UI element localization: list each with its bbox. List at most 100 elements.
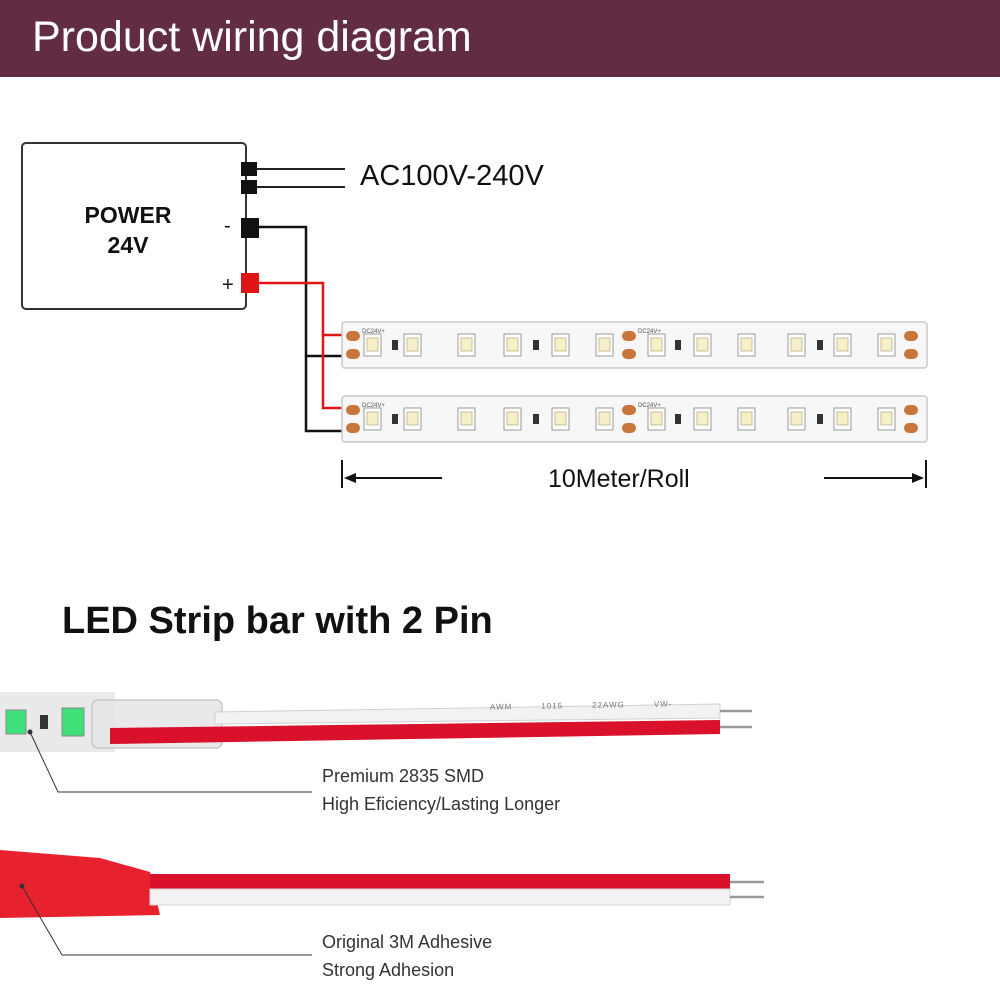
- page-title: Product wiring diagram: [32, 13, 472, 61]
- led-phosphor: [460, 411, 473, 426]
- plus-sign: +: [222, 274, 234, 296]
- cable-print-3: 22AWG: [592, 700, 625, 710]
- power-label-line2: 24V: [107, 232, 149, 258]
- copper-pad: [904, 331, 918, 341]
- power-supply-label: POWER 24V: [60, 200, 196, 260]
- led-phosphor: [650, 411, 663, 426]
- led-phosphor: [836, 337, 849, 352]
- leader-line-top: [29, 731, 312, 793]
- led-phosphor: [406, 411, 419, 426]
- connector-resistor: [40, 715, 48, 729]
- pad-label: DC24V+: [638, 403, 661, 409]
- pad-label: DC24V+: [638, 329, 661, 335]
- section-title: LED Strip bar with 2 Pin: [62, 600, 493, 642]
- copper-pad: [904, 349, 918, 359]
- copper-pad: [346, 423, 360, 433]
- minus-sign: -: [224, 215, 231, 237]
- adhesive-illustration: [0, 850, 764, 956]
- connector-note: Premium 2835 SMD High Eficiency/Lasting …: [322, 762, 560, 818]
- led-phosphor: [880, 337, 893, 352]
- red-wire-strip1: [259, 281, 345, 337]
- led-phosphor: [696, 337, 709, 352]
- led-phosphor: [460, 337, 473, 352]
- resistor: [817, 414, 823, 424]
- led-phosphor: [406, 337, 419, 352]
- copper-pad: [622, 349, 636, 359]
- led-phosphor: [366, 411, 379, 426]
- resistor: [392, 414, 398, 424]
- cable-print-4: VW-: [653, 699, 673, 709]
- copper-pad: [622, 331, 636, 341]
- led-strip-1: DC24V+ DC24V+: [341, 321, 928, 369]
- length-dimension: [341, 460, 927, 488]
- led-phosphor: [696, 411, 709, 426]
- arrow-left-icon: [344, 473, 356, 483]
- length-label: 10Meter/Roll: [548, 465, 690, 493]
- adhesive-note-line1: Original 3M Adhesive: [322, 932, 493, 952]
- header-bar: Product wiring diagram: [0, 0, 1000, 77]
- resistor: [533, 414, 539, 424]
- adhesive-note: Original 3M Adhesive Strong Adhesion: [322, 928, 492, 984]
- copper-pad: [622, 423, 636, 433]
- resistor: [817, 340, 823, 350]
- copper-pad: [904, 405, 918, 415]
- red-wire-strip2: [321, 335, 345, 410]
- led-phosphor: [554, 337, 567, 352]
- led-phosphor: [598, 411, 611, 426]
- connector-illustration: [0, 692, 752, 793]
- copper-pad: [904, 423, 918, 433]
- connector-note-line1: Premium 2835 SMD: [322, 766, 485, 786]
- red-cable: [110, 720, 720, 744]
- pad-label: DC24V+: [362, 329, 385, 335]
- positive-terminal: [241, 273, 259, 293]
- adhesive-note-line2: Strong Adhesion: [322, 960, 455, 980]
- copper-pad: [346, 405, 360, 415]
- ac-input-label: AC100V-240V: [360, 160, 544, 192]
- leader-line-bottom: [21, 885, 312, 956]
- connector-led-2: [61, 707, 85, 737]
- cable-print-1: AWM: [489, 702, 513, 712]
- led-phosphor: [740, 411, 753, 426]
- black-wire-strip2: [304, 356, 345, 433]
- resistor: [675, 414, 681, 424]
- dc-wiring: [259, 225, 345, 433]
- strip-2-pcb: [341, 395, 928, 443]
- led-phosphor: [650, 337, 663, 352]
- resistor: [675, 340, 681, 350]
- led-phosphor: [554, 411, 567, 426]
- copper-pad: [346, 349, 360, 359]
- adhesive-tape: [0, 850, 160, 918]
- led-phosphor: [506, 337, 519, 352]
- led-phosphor: [740, 337, 753, 352]
- ac-terminal-2: [241, 180, 257, 194]
- copper-pad: [346, 331, 360, 341]
- negative-terminal: [241, 218, 259, 238]
- led-phosphor: [836, 411, 849, 426]
- strip-1-pcb: [341, 321, 928, 369]
- resistor: [392, 340, 398, 350]
- led-phosphor: [598, 337, 611, 352]
- white-cable-2: [149, 888, 731, 906]
- power-supply-box: [21, 142, 247, 310]
- led-phosphor: [790, 337, 803, 352]
- ac-terminals: [241, 162, 345, 194]
- ac-terminal-1: [241, 162, 257, 176]
- white-cable: [214, 703, 721, 725]
- power-label-line1: POWER: [84, 202, 172, 228]
- led-strip-2: DC24V+ DC24V+: [341, 395, 928, 443]
- led-phosphor: [790, 411, 803, 426]
- resistor: [533, 340, 539, 350]
- leader-dot-bottom: [19, 883, 25, 889]
- cable-print-2: 1015: [541, 701, 564, 711]
- led-phosphor: [880, 411, 893, 426]
- copper-pad: [622, 405, 636, 415]
- black-wire-strip1: [259, 225, 345, 358]
- connector-led-1: [5, 709, 27, 735]
- pad-label: DC24V+: [362, 403, 385, 409]
- connector-note-line2: High Eficiency/Lasting Longer: [322, 794, 561, 814]
- led-phosphor: [366, 337, 379, 352]
- led-phosphor: [506, 411, 519, 426]
- red-cable-2: [150, 874, 730, 889]
- arrow-right-icon: [912, 473, 924, 483]
